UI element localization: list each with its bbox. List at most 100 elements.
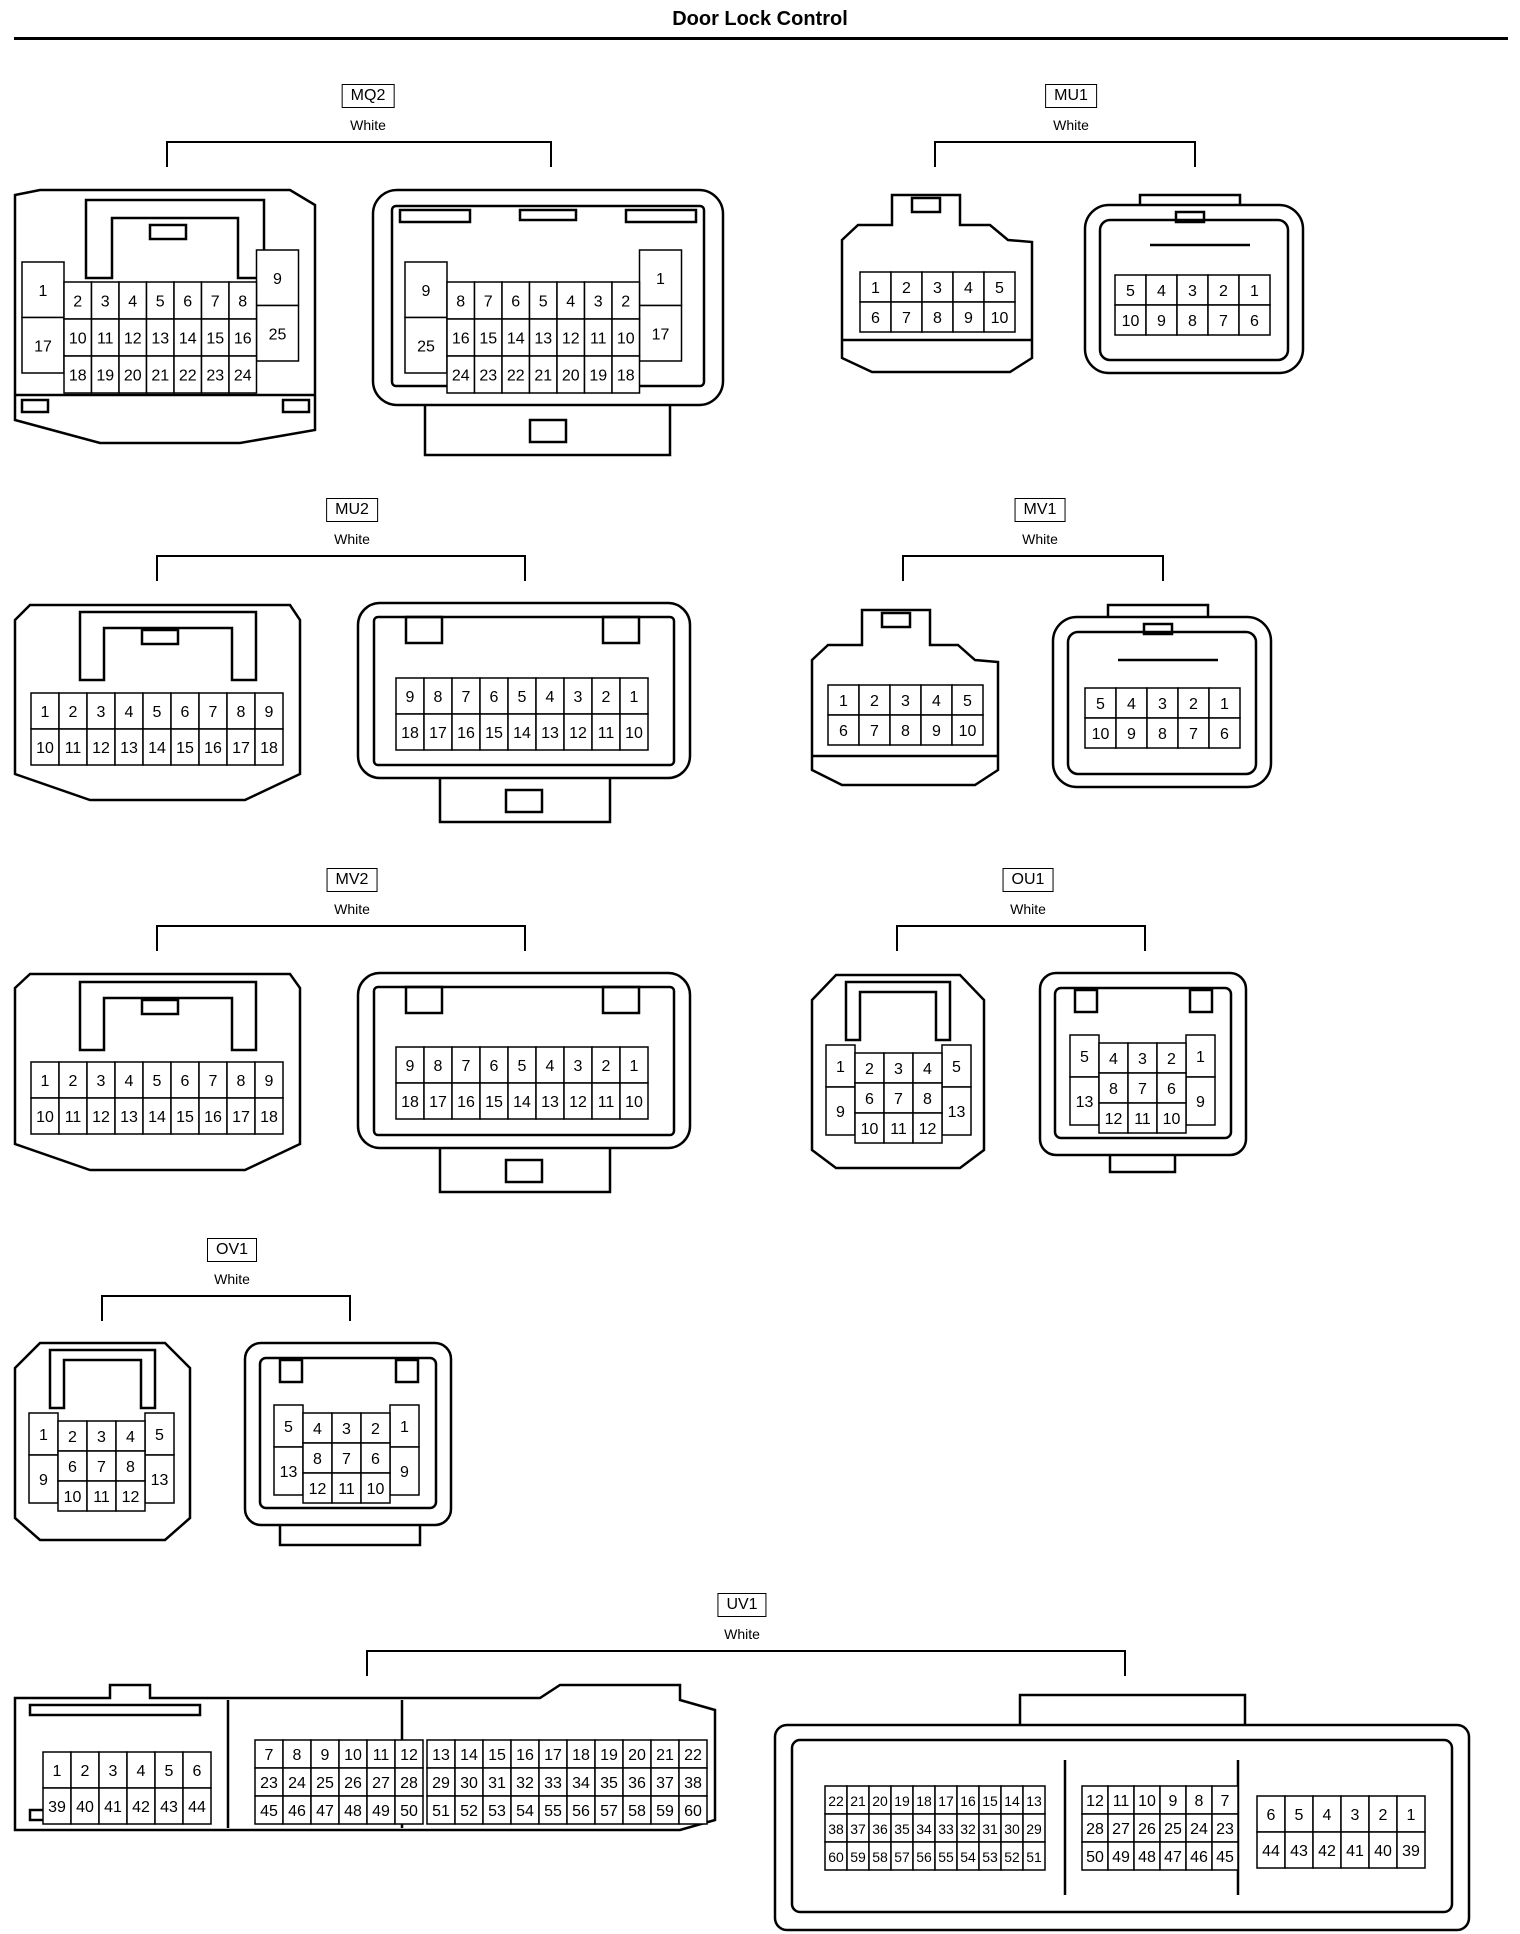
connector-color-mu2: White	[334, 531, 370, 547]
mq2-socket-pin-cell	[473, 318, 503, 357]
ou1-socket-pin-number: 2	[1167, 1051, 1176, 1068]
mq2-plug-pin-number: 16	[234, 331, 252, 348]
ou1-socket-pin-cell	[1185, 1076, 1216, 1126]
ou1-socket-pin-number: 1	[1196, 1049, 1205, 1066]
ou1-plug-pin-number: 1	[836, 1059, 845, 1076]
uv1-plug-group3-pin-cell	[622, 1795, 652, 1825]
uv1-socket-group1-pin-cell	[1022, 1841, 1046, 1871]
mu1-socket-pin-number: 2	[1219, 283, 1228, 300]
ou1-socket-pin-cell	[1098, 1042, 1129, 1074]
mu2-socket-pin-number: 6	[490, 689, 499, 706]
mv2-socket-pin-number: 14	[513, 1094, 531, 1111]
uv1-socket-group3-pin-cell	[1340, 1795, 1370, 1833]
mq2-socket-pin-number: 3	[594, 294, 603, 311]
mu2-plug-pin-number: 17	[232, 740, 250, 757]
uv1-plug-group3-pin-number: 38	[684, 1775, 702, 1792]
mu2-socket-housing	[356, 601, 692, 780]
mu2-socket-pin-number: 13	[541, 725, 559, 742]
mq2-socket-pin-cell	[501, 281, 531, 320]
ov1-plug-pin-cell	[28, 1412, 59, 1456]
bracket-ou1	[896, 925, 1146, 951]
mu1-socket-pin-number: 1	[1250, 283, 1259, 300]
mv1-socket-inner	[1066, 630, 1258, 776]
uv1-plug-group3-pin-number: 54	[516, 1803, 534, 1820]
ou1-plug-pin-number: 2	[865, 1061, 874, 1078]
uv1-socket-group2-pin-number: 24	[1190, 1821, 1208, 1838]
ou1-socket-pin-cell	[1098, 1072, 1129, 1104]
uv1-socket-group1-pin-number: 37	[850, 1821, 866, 1837]
bracket-mq2	[166, 141, 552, 167]
mq2-socket-pin-number: 23	[479, 368, 497, 385]
mq2-plug-foot-right	[281, 398, 311, 414]
mv2-socket-pin-number: 16	[457, 1094, 475, 1111]
mv1-socket-pin-cell	[1084, 717, 1117, 749]
uv1-socket-group1-pin-number: 17	[938, 1793, 954, 1809]
mu2-socket-pin-number: 9	[406, 689, 415, 706]
ov1-socket-pin-cell	[331, 1472, 362, 1504]
mq2-socket-pin-cell	[501, 355, 531, 394]
uv1-plug-group3-pin-number: 51	[432, 1803, 450, 1820]
mq2-plug-latch	[84, 198, 266, 280]
mu2-plug-pin-number: 7	[209, 704, 218, 721]
mu2-plug-pin-number: 1	[41, 704, 50, 721]
ov1-plug-pin-number: 9	[39, 1472, 48, 1489]
uv1-plug-group1-pin-cell	[182, 1751, 212, 1789]
mq2-plug-pin-number: 24	[234, 368, 252, 385]
mv2-plug-pin-cell	[86, 1097, 116, 1135]
ou1-plug-pin-number: 3	[894, 1061, 903, 1078]
ou1-plug-pin-number: 10	[861, 1121, 879, 1138]
mv2-plug-housing	[13, 972, 302, 1172]
mv2-plug-pin-cell	[198, 1097, 228, 1135]
mv1-socket-pin-number: 10	[1092, 726, 1110, 743]
mv2-plug-pin-cell	[142, 1097, 172, 1135]
mu2-plug-pin-cell	[86, 692, 116, 730]
mv2-socket-inner	[372, 985, 676, 1137]
mu2-socket-pin-number: 12	[569, 725, 587, 742]
uv1-plug-group1-pin-number: 40	[76, 1799, 94, 1816]
mv2-socket-pin-number: 12	[569, 1094, 587, 1111]
mv2-socket-pin-number: 8	[434, 1058, 443, 1075]
uv1-plug-group3-pin-number: 16	[516, 1747, 534, 1764]
mv1-plug-pin-cell	[951, 714, 984, 746]
mu2-socket-pin-number: 2	[602, 689, 611, 706]
mq2-socket-pin-number: 13	[534, 331, 552, 348]
uv1-socket-group1-pin-number: 36	[872, 1821, 888, 1837]
mv2-socket-pin-cell	[451, 1082, 481, 1120]
uv1-socket-group2-pin-number: 12	[1086, 1793, 1104, 1810]
uv1-socket-group2-pin-number: 23	[1216, 1821, 1234, 1838]
mv2-plug-pin-cell	[30, 1061, 60, 1099]
uv1-socket-group1-pin-number: 14	[1004, 1793, 1020, 1809]
uv1-plug-group3-pin-cell	[510, 1795, 540, 1825]
connector-code-mu1: MU1	[1045, 84, 1097, 108]
uv1-plug-group3-pin-number: 55	[544, 1803, 562, 1820]
mu2-socket-pin-number: 14	[513, 725, 531, 742]
mv2-plug-pin-number: 1	[41, 1073, 50, 1090]
mv2-socket-pin-number: 15	[485, 1094, 503, 1111]
uv1-socket-group1-pin-number: 13	[1026, 1793, 1042, 1809]
mq2-plug-pin-number: 3	[101, 294, 110, 311]
mq2-socket-pin-cell	[446, 281, 476, 320]
mu2-plug-pin-number: 13	[120, 740, 138, 757]
uv1-plug-group2-pin-number: 28	[400, 1775, 418, 1792]
mv2-socket-pin-number: 4	[546, 1058, 555, 1075]
mu1-socket-pin-number: 9	[1157, 313, 1166, 330]
mu2-plug-pin-cell	[254, 692, 284, 730]
mu2-plug-pin-number: 15	[176, 740, 194, 757]
mv2-socket-pin-cell	[619, 1046, 649, 1084]
uv1-socket-group2-pin-number: 7	[1221, 1793, 1230, 1810]
mu2-plug-pin-number: 16	[204, 740, 222, 757]
mu2-socket-pin-number: 7	[462, 689, 471, 706]
uv1-plug-group2-pin-number: 45	[260, 1803, 278, 1820]
mq2-socket-pin-number: 14	[507, 331, 525, 348]
uv1-plug-group3-pin-cell	[650, 1795, 680, 1825]
uv1-plug-group1-pin-cell	[98, 1751, 128, 1789]
mv2-plug-pin-number: 11	[65, 1109, 82, 1126]
uv1-socket-group3-pin-number: 42	[1318, 1843, 1336, 1860]
mu1-plug-pin-cell	[983, 301, 1016, 333]
ov1-plug-pin-cell	[86, 1480, 117, 1512]
connector-code-mv2: MV2	[326, 868, 378, 892]
uv1-plug-group1-pin-number: 3	[109, 1763, 118, 1780]
uv1-plug-group2-pin-cell	[338, 1739, 368, 1769]
uv1-plug-group3-pin-cell	[454, 1795, 484, 1825]
mq2-socket-pin-cell	[556, 281, 586, 320]
